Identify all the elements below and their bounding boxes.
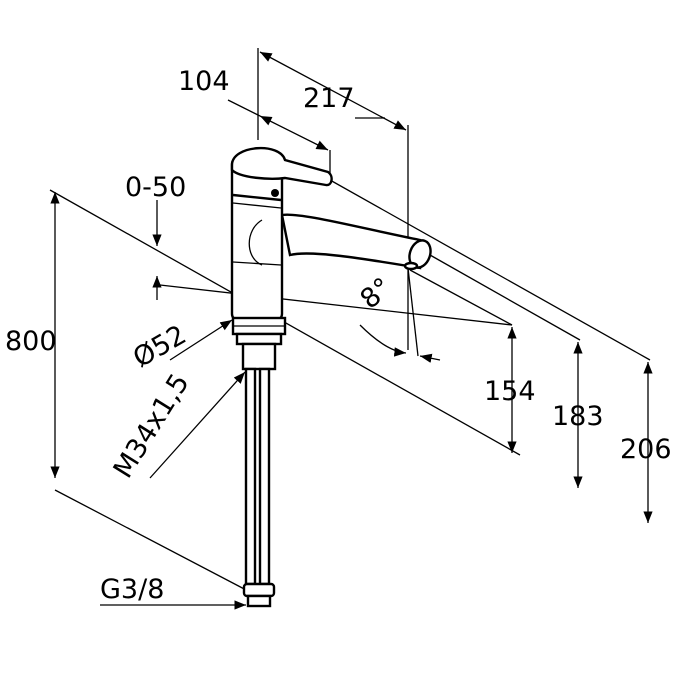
dim-154: 154 xyxy=(484,376,536,407)
dim-800: 800 xyxy=(5,326,57,357)
dim-diameter-52: Ø52 xyxy=(128,319,192,374)
dim-206: 206 xyxy=(620,434,672,465)
dim-angle-8: 8° xyxy=(355,272,398,315)
dim-183: 183 xyxy=(552,401,604,432)
extension-lines xyxy=(49,48,651,593)
dim-g3-8: G3/8 xyxy=(100,574,164,605)
dimension-arrows xyxy=(50,51,653,610)
dim-104: 104 xyxy=(178,66,230,97)
faucet-body xyxy=(230,147,432,608)
dim-thread: M34x1,5 xyxy=(108,368,196,483)
dim-217: 217 xyxy=(303,83,355,114)
dim-0-50: 0-50 xyxy=(125,172,186,203)
